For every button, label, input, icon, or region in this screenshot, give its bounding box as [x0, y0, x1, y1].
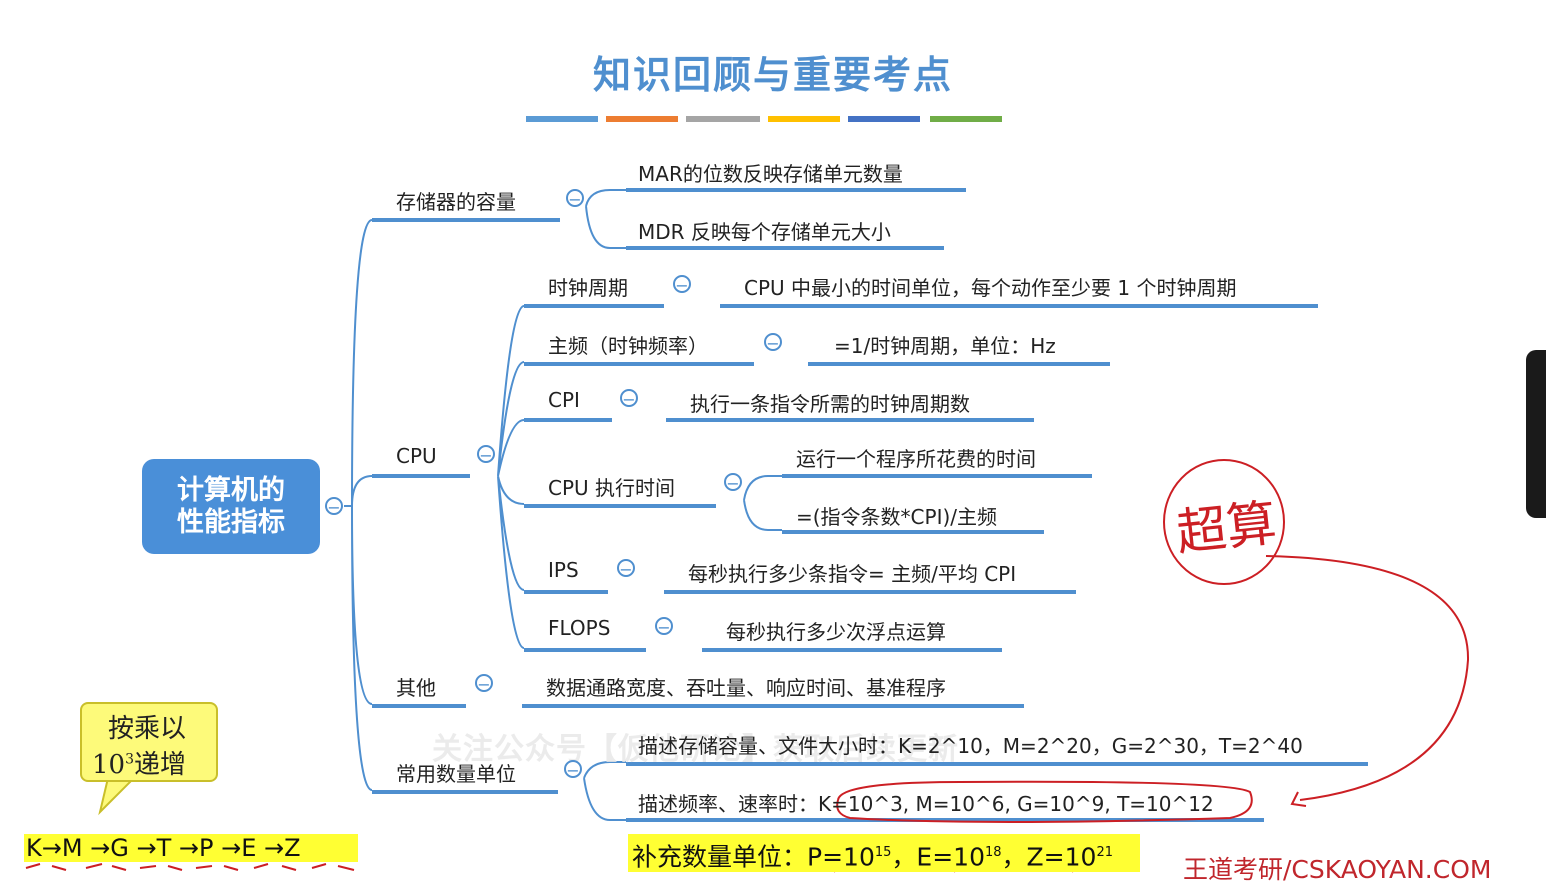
units-toggle[interactable]: − [564, 760, 582, 779]
z-exp: 21 [1096, 845, 1113, 860]
cpi-node[interactable]: CPI [548, 388, 580, 412]
connector-curves [344, 189, 782, 821]
exec-time-desc: 运行一个程序所花费的时间 [796, 447, 1036, 471]
hand-arrow-head [1290, 791, 1307, 807]
e-exp: 18 [984, 845, 1002, 860]
supplement-units: 补充数量单位：P=1015，E=1018，Z=1021 [628, 834, 1140, 872]
other-node[interactable]: 其他 [396, 676, 436, 700]
mar-desc: MAR的位数反映存储单元数量 [638, 162, 903, 186]
brand-label: 王道考研/CSKAOYAN.COM [1183, 855, 1492, 884]
rate-units-values: K=10^3, M=10^6, G=10^9, T=10^12 [818, 792, 1214, 816]
exec-time-toggle[interactable]: − [724, 473, 742, 492]
root-label: 计算机的性能指标 [177, 474, 285, 538]
ips-node[interactable]: IPS [548, 558, 579, 582]
sticky-base: 10 [92, 750, 126, 780]
root-node[interactable]: 计算机的性能指标 [142, 459, 320, 554]
ips-desc: 每秒执行多少条指令= 主频/平均 CPI [688, 562, 1017, 586]
exec-time-node[interactable]: CPU 执行时间 [548, 476, 676, 500]
sticky-note: 按乘以 103递增 [80, 702, 218, 782]
cpi-toggle[interactable]: − [620, 389, 638, 408]
flops-desc: 每秒执行多少次浮点运算 [726, 620, 946, 644]
root-collapse-toggle[interactable]: − [325, 497, 343, 516]
frequency-desc: =1/时钟周期，单位：Hz [834, 334, 1056, 358]
clock-period-node[interactable]: 时钟周期 [548, 276, 628, 300]
k-sequence-underline [25, 863, 355, 871]
flops-toggle[interactable]: − [655, 617, 673, 636]
sep-2: ， [1001, 842, 1027, 872]
other-toggle[interactable]: − [475, 674, 493, 693]
clock-period-desc: CPU 中最小的时间单位，每个动作至少要 1 个时钟周期 [744, 276, 1237, 300]
sticky-note-tail [98, 777, 135, 816]
page-title: 知识回顾与重要考点 [592, 52, 953, 97]
cpu-collapse-toggle[interactable]: − [477, 445, 495, 464]
side-toolbar-widget[interactable] [1526, 350, 1546, 518]
sticky-suffix: 递增 [134, 750, 187, 780]
p-base: P=10 [807, 842, 875, 872]
exec-time-formula: =(指令条数*CPI)/主频 [796, 505, 998, 529]
frequency-node[interactable]: 主频（时钟频率） [548, 334, 708, 358]
node-underlines [372, 188, 1368, 822]
sep-1: ， [891, 842, 917, 872]
hand-circle [1163, 459, 1285, 585]
sticky-exp: 3 [125, 751, 135, 768]
sticky-line1: 按乘以 [108, 714, 187, 744]
rate-highlight-ring [836, 780, 1253, 823]
handwritten-note: 超算 [1173, 493, 1280, 563]
supplement-label: 补充数量单位： [632, 842, 808, 872]
z-base: Z=10 [1026, 842, 1097, 872]
frequency-toggle[interactable]: − [764, 333, 782, 352]
title-color-bar [526, 116, 1002, 122]
storage-collapse-toggle[interactable]: − [566, 189, 584, 208]
cpu-node[interactable]: CPU [396, 444, 437, 468]
rate-units-desc: 描述频率、速率时：K=10^3, M=10^6, G=10^9, T=10^12 [638, 788, 1214, 817]
e-base: E=10 [916, 842, 985, 872]
storage-capacity-node[interactable]: 存储器的容量 [396, 190, 516, 214]
mdr-desc: MDR 反映每个存储单元大小 [638, 220, 891, 244]
storage-units-desc: 描述存储容量、文件大小时：K=2^10，M=2^20，G=2^30，T=2^40 [638, 734, 1303, 758]
clock-period-toggle[interactable]: − [673, 275, 691, 294]
ips-toggle[interactable]: − [617, 559, 635, 578]
hand-arrow-curve [1265, 555, 1470, 801]
watermark-text: 关注公众号【仮他研论】获取后续更新 [432, 732, 959, 767]
p-exp: 15 [874, 845, 892, 860]
sticky-line2: 103递增 [92, 744, 186, 781]
units-node[interactable]: 常用数量单位 [396, 762, 516, 786]
other-desc: 数据通路宽度、吞吐量、响应时间、基准程序 [546, 676, 946, 700]
rate-units-prefix: 描述频率、速率时： [638, 792, 818, 816]
k-sequence: K→M →G →T →P →E →Z [24, 834, 358, 862]
cpi-desc: 执行一条指令所需的时钟周期数 [690, 392, 970, 416]
flops-node[interactable]: FLOPS [548, 616, 611, 640]
